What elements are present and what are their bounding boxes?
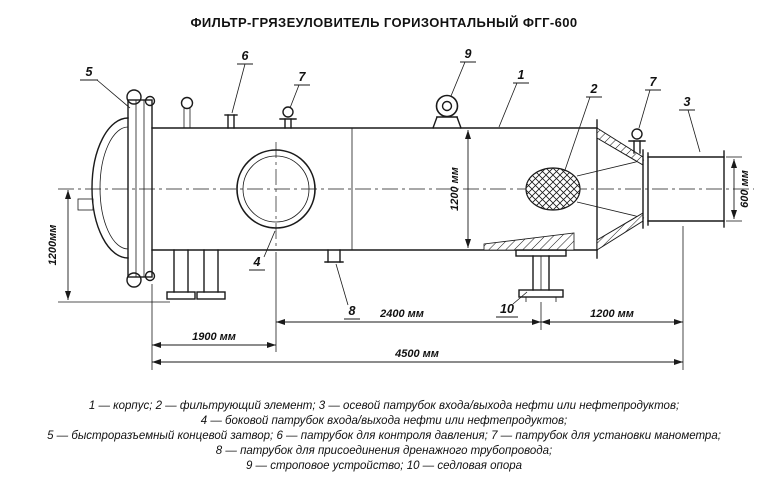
callout-2-label: 2 [590, 82, 598, 96]
centerline [58, 142, 754, 248]
side-nozzle [236, 149, 316, 229]
dim-body-diameter: 1200 мм [449, 130, 471, 248]
saddle-support [515, 249, 567, 302]
callout-8: 8 [335, 263, 360, 320]
legend-line-3: 5 — быстроразъемный концевой затвор; 6 —… [47, 430, 721, 442]
callout-2: 2 [564, 82, 602, 171]
callout-4-label: 4 [253, 255, 261, 269]
dim-left-height-label: 1200мм [47, 225, 59, 266]
pressure-tap-nozzle [224, 114, 238, 129]
support-legs [166, 249, 226, 300]
callout-9: 9 [450, 47, 476, 97]
legend-line-2: 4 — боковой патрубок входа/выхода нефти … [200, 415, 568, 427]
callout-3: 3 [679, 95, 701, 153]
legend-line-5: 9 — строповое устройство; 10 — седловая … [245, 460, 523, 472]
filter-element [525, 159, 645, 219]
eye-bolt [180, 96, 194, 128]
callout-3-label: 3 [684, 95, 691, 109]
dim-left-height: 1200мм [47, 190, 170, 303]
dim-body-diameter-label: 1200 мм [449, 167, 461, 211]
callout-7-left-label: 7 [299, 70, 307, 84]
dim-nozzle-diameter-label: 600 мм [739, 170, 751, 208]
callout-8-label: 8 [349, 304, 356, 318]
legend-line-4: 8 — патрубок для присоединения дренажног… [215, 445, 553, 457]
dim-2400-label: 2400 мм [379, 308, 424, 320]
axial-nozzle [642, 149, 725, 229]
dim-1900-label: 1900 мм [192, 331, 236, 343]
outlet-cone [483, 127, 644, 251]
lifting-lug [432, 94, 462, 129]
legend: 1 — корпус; 2 — фильтрующий элемент; 3 —… [0, 399, 768, 474]
callout-7-right: 7 [638, 75, 661, 129]
end-closure [77, 89, 156, 288]
callout-7-left: 7 [289, 70, 310, 109]
drain-nozzle [324, 249, 344, 263]
gauge-valve-right [628, 128, 646, 154]
dim-nozzle-diameter: 600 мм [726, 156, 751, 222]
callout-6: 6 [231, 49, 253, 114]
callout-7-right-label: 7 [650, 75, 658, 89]
gauge-valve-left [279, 106, 297, 129]
callout-1: 1 [498, 68, 529, 128]
callout-9-label: 9 [465, 47, 472, 61]
drawing-title: ФИЛЬТР-ГРЯЗЕУЛОВИТЕЛЬ ГОРИЗОНТАЛЬНЫЙ ФГГ… [190, 15, 578, 30]
callout-1-label: 1 [518, 68, 525, 82]
legend-line-1: 1 — корпус; 2 — фильтрующий элемент; 3 —… [88, 400, 680, 412]
dim-4500-label: 4500 мм [394, 348, 439, 360]
dim-horizontal: 1900 мм 2400 мм 1200 мм 4500 мм [151, 226, 684, 370]
callout-4: 4 [249, 230, 276, 271]
callout-5: 5 [80, 65, 131, 109]
callout-10-label: 10 [500, 302, 514, 316]
dim-1200-right-label: 1200 мм [590, 308, 634, 320]
callout-10: 10 [496, 291, 528, 318]
callout-5-label: 5 [86, 65, 94, 79]
callout-6-label: 6 [242, 49, 250, 63]
